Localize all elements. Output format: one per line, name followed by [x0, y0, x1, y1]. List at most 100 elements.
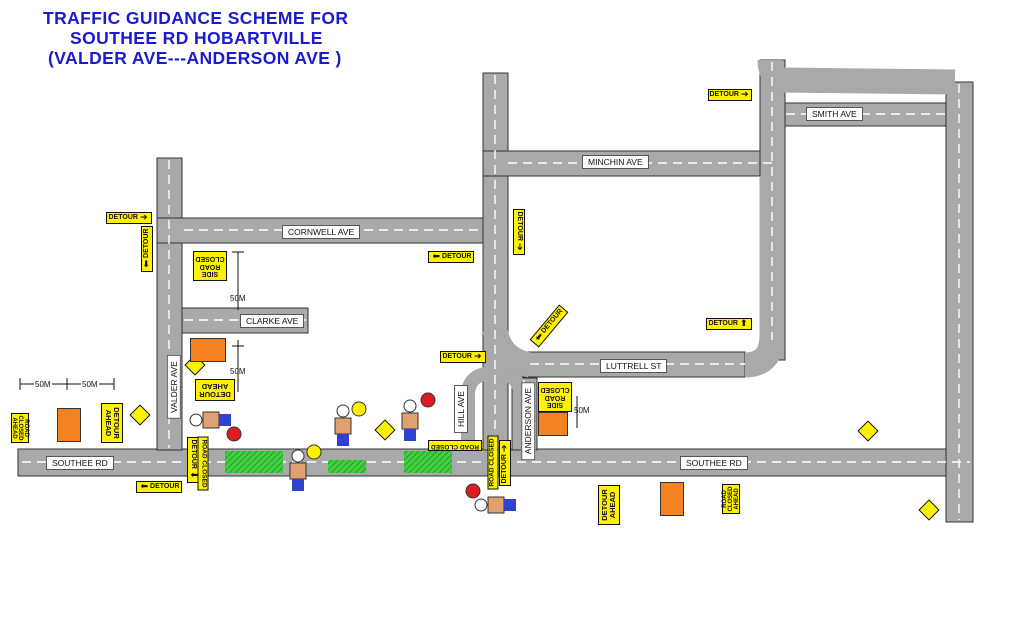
detour-label: DETOUR: [442, 253, 472, 261]
detour-sign: DETOUR➔: [708, 89, 752, 101]
road-closed-label: ROAD CLOSED: [200, 439, 208, 488]
slow-bat-icon: [351, 401, 367, 417]
detour-ahead-line-1: DETOUR: [199, 389, 231, 399]
roadwork-worker-icon: [660, 482, 684, 516]
detour-arrow-icon: ➔: [473, 351, 482, 362]
detour-arrow-icon: ⬅: [432, 251, 441, 262]
road-closed-ahead-line-3: AHEAD: [734, 488, 741, 510]
road-closed-sign: ROAD CLOSED: [428, 440, 482, 451]
tractor-warning-signs: [129, 354, 940, 521]
road-closed-label: ROAD CLOSED: [430, 442, 480, 450]
detour-ahead-line-2: AHEAD: [201, 382, 229, 391]
side-road-closed-sign: SIDE ROAD CLOSED: [193, 251, 227, 281]
street-label-minchin: MINCHIN AVE: [582, 155, 649, 169]
street-label-southee-east: SOUTHEE RD: [680, 456, 748, 470]
detour-arrow-icon: ➔: [139, 212, 148, 223]
roadwork-worker-icon: [190, 338, 226, 362]
roadwork-worker-icon: [57, 408, 81, 442]
road-closed-ahead-line-3: AHEAD: [10, 417, 17, 439]
detour-arrow-icon: ⬅: [140, 481, 149, 492]
tractor-warning-icon: [918, 499, 940, 521]
detour-ahead-line-2: AHEAD: [608, 491, 617, 519]
traffic-controllers: [189, 392, 516, 514]
traffic-controller-icon: [334, 401, 367, 446]
detour-sign: ⬅DETOUR: [136, 481, 182, 493]
detour-arrow-icon: ⬅: [141, 259, 152, 268]
detour-label: DETOUR: [708, 320, 738, 328]
dimension-label: 50M: [574, 406, 590, 415]
street-label-southee-west: SOUTHEE RD: [46, 456, 114, 470]
side-road-closed-line-3: CLOSED: [540, 386, 570, 394]
street-label-smith: SMITH AVE: [806, 107, 863, 121]
street-label-cornwell: CORNWELL AVE: [282, 225, 361, 239]
street-label-hill: HILL AVE: [453, 385, 468, 433]
detour-arrow-icon: ➔: [514, 242, 525, 251]
detour-arrow-icon: ➔: [740, 89, 749, 100]
work-zones: [225, 451, 452, 473]
detour-ahead-line-1: DETOUR: [111, 407, 121, 439]
work-zone-2: [328, 460, 366, 473]
street-label-clarke: CLARKE AVE: [240, 314, 305, 328]
work-zone-3: [404, 451, 452, 473]
road-closed-ahead-line-2: CLOSED: [17, 415, 24, 441]
stop-bat-icon: [420, 392, 436, 408]
dimension-label: 50M: [34, 380, 52, 389]
detour-sign: DETOUR⬆: [706, 318, 752, 330]
title-line-3: (VALDER AVE---ANDERSON AVE ): [48, 48, 342, 68]
street-label-luttrell: LUTTRELL ST: [600, 359, 668, 373]
title-line-1: TRAFFIC GUIDANCE SCHEME FOR: [43, 8, 349, 28]
detour-sign: DETOUR➔: [440, 351, 486, 363]
side-road-closed-line-3: CLOSED: [195, 255, 225, 263]
stop-bat-icon: [465, 483, 481, 499]
detour-label: DETOUR: [150, 483, 180, 491]
detour-ahead-line-2: AHEAD: [104, 409, 113, 437]
detour-label: DETOUR: [709, 91, 739, 99]
road-closed-ahead-sign: ROAD CLOSED AHEAD: [722, 484, 740, 514]
detour-sign: DETOUR➔: [499, 440, 511, 486]
detour-sign: ⬅DETOUR: [428, 251, 474, 263]
detour-label: DETOUR: [143, 228, 151, 258]
road-closed-sign: ROAD CLOSED: [197, 436, 209, 491]
tractor-warning-icon: [857, 420, 879, 442]
detour-label: DETOUR: [515, 211, 523, 241]
road-closed-label: ROAD CLOSED: [488, 438, 496, 487]
dimension-label: 50M: [230, 294, 246, 303]
detour-arrow-icon: ➔: [499, 444, 510, 453]
slow-bat-icon: [306, 444, 322, 460]
detour-ahead-sign: DETOUR AHEAD: [101, 403, 123, 443]
dimension-label: 50M: [230, 367, 246, 376]
detour-ahead-sign: DETOUR AHEAD: [195, 379, 235, 401]
detour-ahead-sign: DETOUR AHEAD: [598, 485, 620, 525]
side-road-closed-sign: SIDE ROAD CLOSED: [538, 382, 572, 412]
traffic-controller-icon: [289, 444, 322, 491]
tractor-warning-icon: [129, 404, 151, 426]
detour-label: DETOUR: [501, 454, 509, 484]
traffic-controller-icon: [401, 392, 436, 441]
road-closed-ahead-sign: ROAD CLOSED AHEAD: [11, 413, 29, 443]
tractor-warning-icon: [374, 419, 396, 441]
dimension-label: 50M: [81, 380, 99, 389]
detour-arrow-icon: ⬆: [739, 318, 748, 329]
side-road-closed-line-2: ROAD: [199, 262, 221, 270]
detour-sign: DETOUR➔: [106, 212, 152, 224]
detour-sign: DETOUR➔: [513, 209, 525, 255]
stop-bat-icon: [226, 426, 242, 442]
road-closed-sign: ROAD CLOSED: [487, 435, 499, 490]
street-label-valder: VALDER AVE: [166, 355, 181, 419]
road-closed-ahead-line-1: ROAD: [23, 419, 30, 437]
detour-label: DETOUR: [108, 214, 138, 222]
traffic-controller-icon: [465, 483, 516, 514]
traffic-controller-icon: [189, 411, 242, 442]
detour-arrow-icon: ⬇: [188, 470, 199, 479]
side-road-closed-line-1: SIDE: [201, 270, 219, 278]
detour-sign: ⬅DETOUR: [141, 226, 153, 272]
work-zone-1: [225, 451, 283, 473]
side-road-closed-line-2: ROAD: [544, 393, 566, 401]
detour-label: DETOUR: [189, 439, 197, 469]
roadwork-worker-icon: [538, 412, 568, 436]
detour-label: DETOUR: [442, 353, 472, 361]
title-line-2: SOUTHEE RD HOBARTVILLE: [70, 28, 323, 48]
street-label-anderson: ANDERSON AVE: [521, 381, 536, 461]
